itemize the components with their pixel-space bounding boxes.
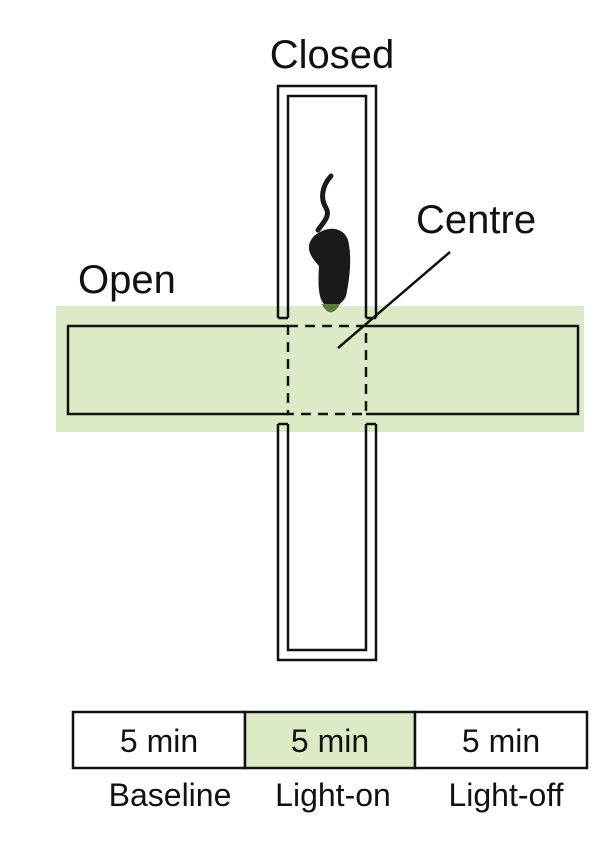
duration-label-light-off: 5 min — [462, 723, 540, 759]
label-closed: Closed — [270, 33, 395, 77]
timeline-segment-light-off — [413, 710, 589, 770]
label-open: Open — [78, 258, 176, 302]
centre-pointer-line — [337, 251, 451, 349]
phase-label-baseline: Baseline — [109, 777, 232, 813]
phase-label-light-on: Light-on — [275, 777, 391, 813]
phase-label-light-off: Light-off — [448, 777, 563, 813]
mouse-icon — [308, 173, 351, 313]
open-arm-right — [366, 324, 580, 416]
duration-label-baseline: 5 min — [120, 723, 198, 759]
centre-zone — [286, 324, 368, 416]
open-arm-left — [66, 324, 288, 416]
timeline-segment-light-on — [243, 710, 417, 770]
closed-arm-bottom — [276, 422, 378, 662]
label-centre: Centre — [416, 198, 536, 242]
duration-label-light-on: 5 min — [291, 723, 369, 759]
closed-arm-top — [276, 84, 378, 320]
timeline: 5 min 5 min 5 min Baseline Light-on Ligh… — [71, 710, 589, 813]
